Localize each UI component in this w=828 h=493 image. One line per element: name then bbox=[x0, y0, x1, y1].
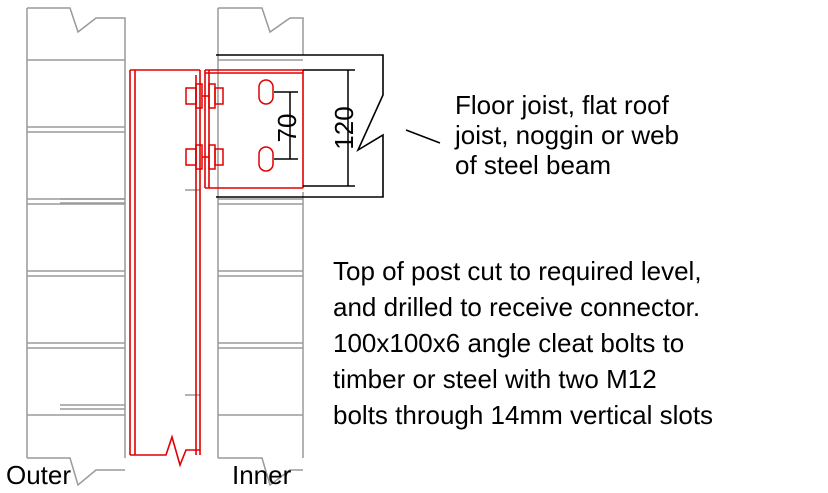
post-note-line-3: 100x100x6 angle cleat bolts to bbox=[333, 328, 685, 358]
bolt-upper bbox=[185, 83, 224, 109]
outer-wall-leaf bbox=[26, 7, 126, 487]
joist-note: Floor joist, flat roof joist, noggin or … bbox=[455, 90, 679, 180]
slot-upper bbox=[258, 79, 274, 105]
outer-leaf-label: Outer bbox=[6, 460, 72, 490]
joist-note-line-3: of steel beam bbox=[455, 150, 612, 180]
leader-line bbox=[405, 129, 441, 144]
post-note: Top of post cut to required level, and d… bbox=[333, 253, 713, 433]
wall-tie-upper bbox=[60, 189, 200, 204]
inner-leaf-label: Inner bbox=[232, 460, 292, 490]
dimension-120 bbox=[303, 69, 355, 187]
joist-outline bbox=[216, 54, 384, 198]
dimension-label-120: 120 bbox=[329, 106, 359, 149]
dimension-label-70: 70 bbox=[272, 114, 302, 143]
post-note-line-2: and drilled to receive connector. bbox=[333, 292, 701, 322]
joist-note-line-2: joist, noggin or web bbox=[455, 120, 680, 150]
inner-wall-leaf bbox=[217, 7, 304, 487]
post-note-line-4: timber or steel with two M12 bbox=[333, 364, 657, 394]
wall-tie-lower bbox=[60, 394, 200, 410]
post-note-line-5: bolts through 14mm vertical slots bbox=[333, 400, 714, 430]
post-note-line-1: Top of post cut to required level, bbox=[333, 256, 702, 286]
joist-note-line-1: Floor joist, flat roof bbox=[455, 90, 669, 120]
dimension-70 bbox=[274, 91, 298, 160]
steel-post bbox=[129, 69, 201, 468]
slot-lower bbox=[258, 146, 274, 172]
bolt-lower bbox=[185, 144, 224, 170]
